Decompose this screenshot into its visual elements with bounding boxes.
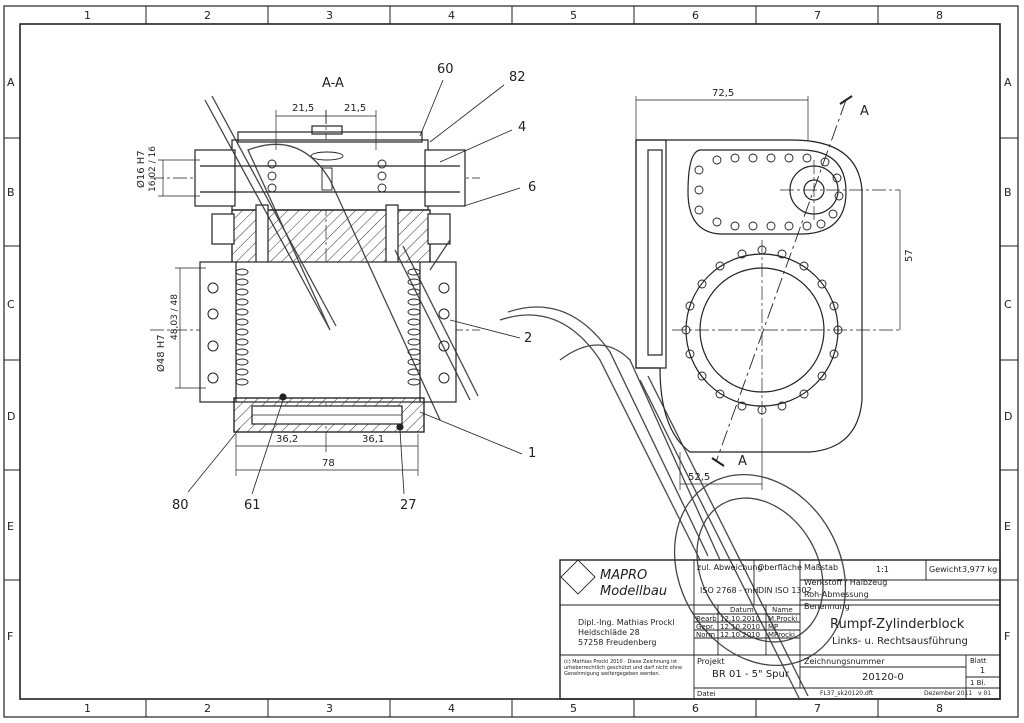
- frame-row-b-right: B: [1004, 186, 1012, 199]
- dim-bottom-left: 36,2: [276, 434, 299, 445]
- drawing-frame: [3, 5, 1019, 718]
- address-line-3: 57258 Freudenberg: [578, 638, 657, 647]
- frame-col-3: 3: [326, 9, 333, 22]
- balloon-61: 61: [244, 498, 261, 513]
- value-projekt: BR 01 - 5" Spur: [712, 669, 789, 680]
- row-bearb: Bearb.: [696, 615, 719, 623]
- label-datei: Datei: [697, 690, 716, 698]
- section-mark-top: A: [860, 104, 869, 119]
- frame-row-c: C: [7, 298, 15, 311]
- value-oberflaeche: DIN ISO 1302: [758, 586, 812, 595]
- value-blatt: 1: [980, 666, 986, 675]
- value-date-bottom: Dezember 2011: [924, 690, 973, 697]
- gepr-date: 12.10.2010: [720, 623, 761, 631]
- balloon-82: 82: [509, 70, 526, 85]
- label-blatt: Blatt: [970, 657, 987, 665]
- address-line-2: Heidschläde 28: [578, 628, 640, 637]
- gepr-name: MP: [768, 623, 779, 631]
- frame-row-e-right: E: [1004, 520, 1011, 533]
- dim-half-right: 21,5: [344, 103, 367, 114]
- norm-name: MProcki: [768, 631, 795, 639]
- label-oberflaeche: Oberfläche: [758, 563, 802, 572]
- copyright-note: (c) Mathias Prockl 2010 · Diese Zeichnun…: [564, 659, 683, 677]
- label-werkstoff: Werkstoff / Halbzeug: [804, 578, 888, 587]
- section-title: A-A: [322, 76, 344, 91]
- frame-col-1: 1: [84, 9, 91, 22]
- balloon-1: 1: [528, 446, 537, 461]
- value-zul-abweichung: ISO 2768 - mH: [700, 586, 759, 595]
- title-block-grid: [559, 559, 1001, 700]
- dim-side-height: 57: [904, 249, 915, 262]
- frame-col-2: 2: [204, 9, 211, 22]
- frame-col-8-bottom: 8: [936, 702, 943, 715]
- label-roh-abmessung: Roh-Abmessung: [804, 590, 869, 599]
- frame-row-e: E: [7, 520, 14, 533]
- balloon-60: 60: [437, 62, 454, 77]
- bearb-name: M.Procki: [768, 615, 798, 623]
- frame-col-5-bottom: 5: [570, 702, 577, 715]
- dim-bore-small: Ø16 H7: [136, 150, 147, 188]
- section-view-a-a: [150, 79, 523, 495]
- balloon-4: 4: [518, 120, 527, 135]
- value-zeichnungsnummer: 20120-0: [862, 672, 904, 683]
- frame-col-7: 7: [814, 9, 821, 22]
- logo-modellbau: Modellbau: [600, 584, 668, 599]
- col-name: Name: [772, 606, 793, 614]
- value-blatt-count: 1 Bl.: [970, 679, 986, 687]
- frame-col-5: 5: [570, 9, 577, 22]
- row-gepr: Gepr.: [696, 623, 715, 631]
- balloon-2: 2: [524, 331, 533, 346]
- drawing-subtitle: Links- u. Rechtsausführung: [832, 636, 968, 647]
- frame-row-d-right: D: [1004, 410, 1013, 423]
- frame-col-3-bottom: 3: [326, 702, 333, 715]
- frame-col-2-bottom: 2: [204, 702, 211, 715]
- frame-col-6-bottom: 6: [692, 702, 699, 715]
- frame-row-f: F: [7, 630, 14, 643]
- row-norm: Norm: [696, 631, 716, 639]
- norm-date: 12.10.2010: [720, 631, 761, 639]
- balloon-80: 80: [172, 498, 189, 513]
- frame-row-f-right: F: [1004, 630, 1011, 643]
- dim-side-offset: 52,5: [688, 472, 711, 483]
- value-gewicht: 3,977 kg: [962, 565, 998, 574]
- dim-bore-large-tol: 48,03 / 48: [170, 294, 180, 340]
- frame-row-a: A: [7, 76, 15, 89]
- frame-row-b: B: [7, 186, 15, 199]
- value-datei: FL37_sk20120.dft: [820, 690, 874, 697]
- balloon-6: 6: [528, 180, 537, 195]
- section-mark-bottom: A: [738, 454, 747, 469]
- dim-bottom-right: 36,1: [362, 434, 385, 445]
- frame-col-6: 6: [692, 9, 699, 22]
- frame-col-1-bottom: 1: [84, 702, 91, 715]
- watermark-outline: [204, 95, 847, 701]
- frame-row-c-right: C: [1004, 298, 1012, 311]
- dim-bore-large: Ø48 H7: [156, 334, 167, 372]
- frame-col-8: 8: [936, 9, 943, 22]
- drawing-title: Rumpf-Zylinderblock: [830, 617, 965, 632]
- dim-bore-small-tol: 16,02 / 16: [148, 146, 158, 192]
- value-version: v 01: [978, 690, 992, 697]
- col-datum: Datum: [730, 606, 754, 614]
- label-projekt: Projekt: [697, 657, 725, 666]
- frame-row-d: D: [7, 410, 16, 423]
- frame-row-a-right: A: [1004, 76, 1012, 89]
- bearb-date: 12.10.2010: [720, 615, 761, 623]
- label-massstab: Maßstab: [804, 563, 839, 572]
- logo-mapro: MAPRO: [600, 568, 648, 583]
- address-line-1: Dipl.-Ing. Mathias Prockl: [578, 618, 675, 627]
- frame-col-4: 4: [448, 9, 455, 22]
- label-zeichnungsnummer: Zeichnungsnummer: [804, 657, 885, 666]
- balloon-27: 27: [400, 498, 417, 513]
- label-gewicht: Gewicht: [929, 565, 962, 574]
- side-view: [635, 95, 901, 490]
- dim-side-width: 72,5: [712, 88, 735, 99]
- label-zul-abweichung: zul. Abweichung: [697, 563, 763, 572]
- dim-half-left: 21,5: [292, 103, 315, 114]
- dim-overall: 78: [322, 458, 335, 469]
- label-benennung: Benennung: [804, 602, 850, 611]
- value-massstab: 1:1: [876, 565, 889, 574]
- frame-col-4-bottom: 4: [448, 702, 455, 715]
- frame-col-7-bottom: 7: [814, 702, 821, 715]
